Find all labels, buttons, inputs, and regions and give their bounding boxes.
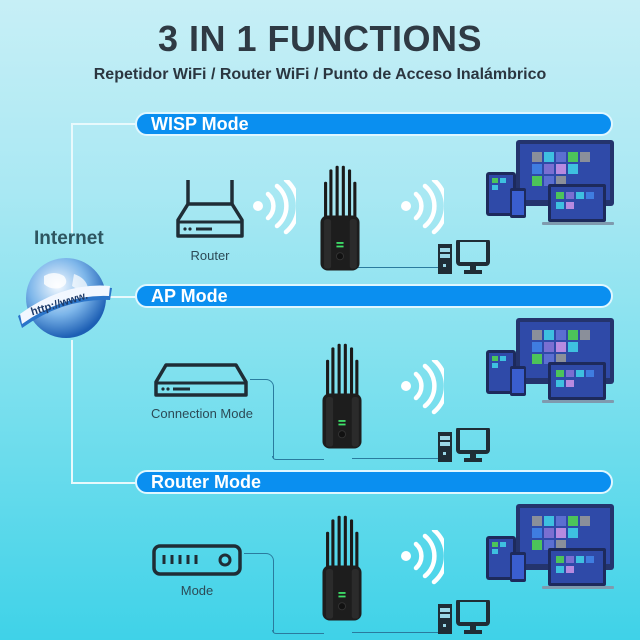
tree-line-vertical-bottom [71,340,73,483]
cable-router-bottom [272,630,324,634]
page-subtitle: Repetidor WiFi / Router WiFi / Punto de … [93,66,547,83]
mode-bar-router: Router Mode [135,470,613,494]
globe-icon: http://www. [14,254,114,344]
router-icon [174,176,246,243]
multi-device-icon [486,318,616,411]
page-title: 3 IN 1 FUNCTIONS [157,18,483,59]
wifi-signal-icon [250,180,296,241]
cable-ap-bottom [272,456,324,460]
tree-line-router [71,482,137,484]
repeater-icon [312,164,368,279]
tree-line-ap [110,296,137,298]
cable-wisp-pc [352,267,438,268]
mode-bar-wisp: WISP Mode [135,112,613,136]
cable-ap [250,379,274,459]
mode-bar-ap: AP Mode [135,284,613,308]
tree-line-vertical-top [71,123,73,233]
wifi-signal-icon [398,530,444,591]
internet-label: Internet [34,228,104,249]
repeater-icon [314,342,370,457]
wifi-signal-icon [398,360,444,421]
multi-device-icon [486,140,616,233]
switch-icon [154,362,248,403]
desktop-pc-icon [436,598,490,641]
repeater-icon [314,514,370,629]
desktop-pc-icon [436,238,490,281]
router-label: Router [190,248,230,263]
cable-router-pc [352,632,438,633]
cable-router [244,553,274,633]
desktop-pc-icon [436,426,490,469]
tree-line-wisp [71,123,137,125]
wifi-signal-icon [398,180,444,241]
connection-mode-label: Connection Mode [151,406,253,421]
mode-label: Mode [180,583,214,598]
multi-device-icon [486,504,616,597]
cable-ap-pc [352,458,438,459]
modem-icon [152,544,242,581]
